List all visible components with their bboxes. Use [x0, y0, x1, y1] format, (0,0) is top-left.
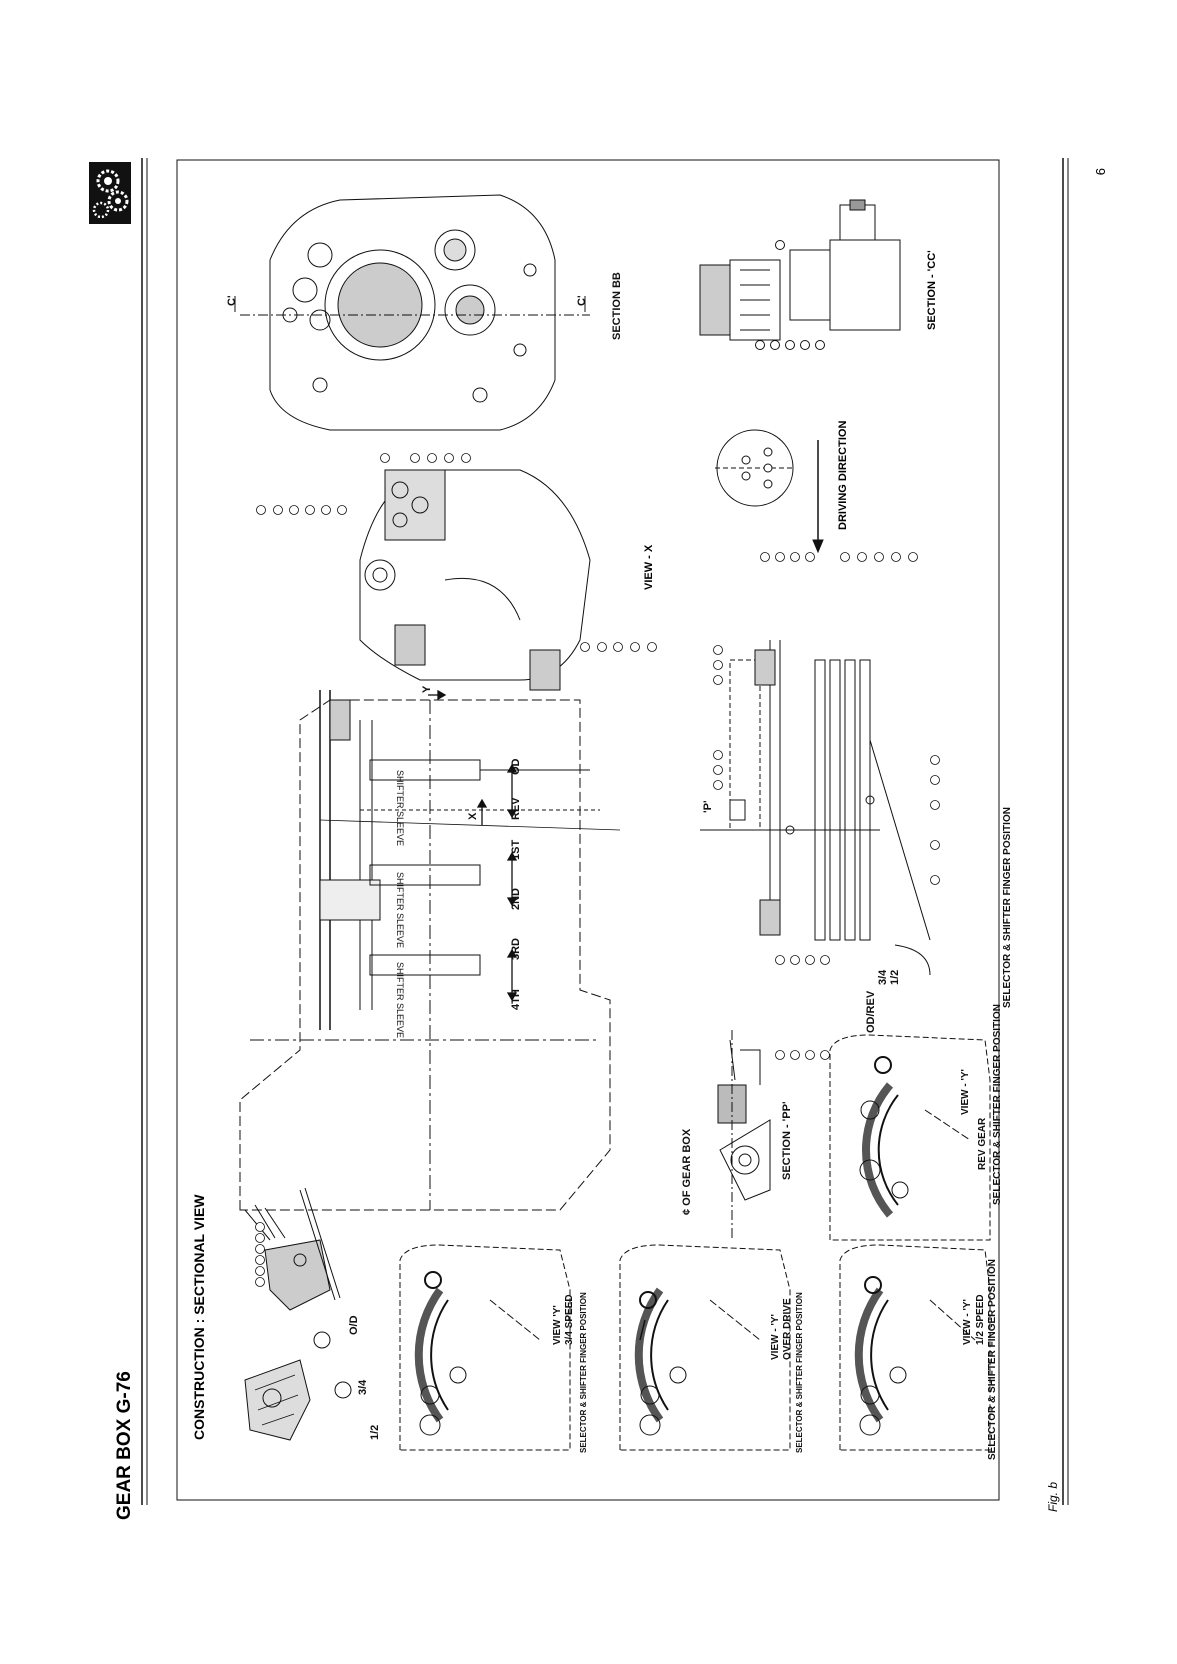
view-x-drawing — [359, 469, 591, 691]
s12-label: 1/2 — [369, 1425, 381, 1440]
shifter-sleeve-2: SHIFTER SLEEVE — [395, 872, 405, 948]
figure-label: Fig. b — [1046, 1482, 1060, 1512]
view-y-od-line2: OVER DRIVE — [782, 1298, 793, 1360]
section-pp-sketch — [717, 1030, 771, 1240]
view-y-12-panel — [839, 1244, 991, 1451]
section-pp-captions: ¢ OF GEAR BOX SECTION - 'PP' VIEW - 'Y' … — [681, 1004, 1003, 1215]
shifter-sleeve-1: SHIFTER SLEEVE — [395, 770, 405, 846]
x-marker: X — [467, 812, 479, 820]
view-y-rev-panel — [829, 1034, 991, 1241]
driving-direction-arrow — [812, 440, 824, 554]
selector-position-labels: OD/REV 3/4 1/2 'P' — [702, 800, 901, 1033]
section-bb-title: SECTION BB — [611, 272, 623, 340]
view-y-34-line1: VIEW 'Y' — [552, 1305, 563, 1345]
view-x-title: VIEW - X — [643, 544, 655, 590]
shifter-sleeve-3: SHIFTER SLEEVE — [395, 962, 405, 1038]
section-pp-title: SECTION - 'PP' — [781, 1101, 793, 1180]
section-c-marker-right: C' — [576, 295, 588, 306]
selector-finger-caption: SELECTOR & SHIFTER FINGER POSITION — [1002, 807, 1013, 1008]
shift-pattern-diagram — [715, 429, 795, 507]
view-y-od-caption: SELECTOR & SHIFTER FINGER POSITION — [795, 1292, 804, 1453]
view-y-34-caption: SELECTOR & SHIFTER FINGER POSITION — [579, 1292, 588, 1453]
view-y-od-line1: VIEW - 'Y' — [770, 1314, 781, 1360]
driving-direction-label: DRIVING DIRECTION — [837, 421, 849, 530]
gear-arrows — [428, 689, 518, 1002]
view-y-od-panel — [619, 1244, 791, 1451]
page-title: GEAR BOX G-76 — [114, 1371, 135, 1520]
callout-row-2 — [256, 453, 657, 652]
sheet-heading: CONSTRUCTION : SECTIONAL VIEW — [191, 1194, 207, 1440]
od-rev-label: OD/REV — [865, 990, 877, 1033]
callout-row-1 — [255, 1222, 265, 1287]
section-cc-drawing — [699, 199, 901, 350]
view-y-34-line2: 3/4 SPEED — [564, 1294, 575, 1345]
p-marker: 'P' — [702, 800, 714, 813]
s34-label: 3/4 — [357, 1379, 369, 1395]
s34b-label: 3/4 — [877, 969, 889, 985]
view-y-rev-line2: REV GEAR — [977, 1117, 988, 1170]
main-sectional-drawing — [239, 690, 621, 1211]
shift-position-labels: O/D 3/4 1/2 — [348, 1315, 381, 1440]
page-number: 9 — [1093, 168, 1108, 175]
view-y-rev-caption: SELECTOR & SHIFTER FINGER POSITION — [992, 1004, 1003, 1205]
section-c-marker-left: C' — [226, 295, 238, 306]
gearbox-centerline-label: ¢ OF GEAR BOX — [681, 1128, 693, 1215]
selector-detail-sketch — [244, 1187, 352, 1441]
gear-position-labels: 4TH 3RD 2ND 1ST REV OD X Y — [421, 685, 522, 1010]
view-y-rev-line1: VIEW - 'Y' — [960, 1069, 971, 1115]
od-label: O/D — [348, 1315, 360, 1335]
view-y-captions: VIEW 'Y' 3/4 SPEED SELECTOR & SHIFTER FI… — [552, 1259, 998, 1460]
view-y-34-panel — [399, 1244, 571, 1451]
callout-row-3 — [713, 552, 940, 1060]
view-y-12-line2: 1/2 SPEED — [975, 1294, 986, 1345]
gears-icon — [89, 162, 131, 224]
view-y-12-line1: VIEW - 'Y' — [962, 1299, 973, 1345]
section-bb-captions: C' C' SECTION BB — [226, 272, 623, 340]
view-y-12-caption: SELECTOR & SHIFTER FINGER POSITION — [987, 1259, 998, 1460]
y-marker: Y — [421, 685, 433, 693]
s12b-label: 1/2 — [889, 970, 901, 985]
page-frame — [141, 158, 1069, 1505]
selector-shaft-assembly — [700, 640, 931, 976]
finger-position-caption-group: SELECTOR & SHIFTER FINGER POSITION — [1002, 807, 1013, 1008]
section-cc-title: SECTION - 'CC' — [926, 250, 938, 330]
section-bb-drawing — [234, 194, 590, 431]
shifter-sleeve-labels: SHIFTER SLEEVE SHIFTER SLEEVE SHIFTER SL… — [395, 770, 405, 1038]
